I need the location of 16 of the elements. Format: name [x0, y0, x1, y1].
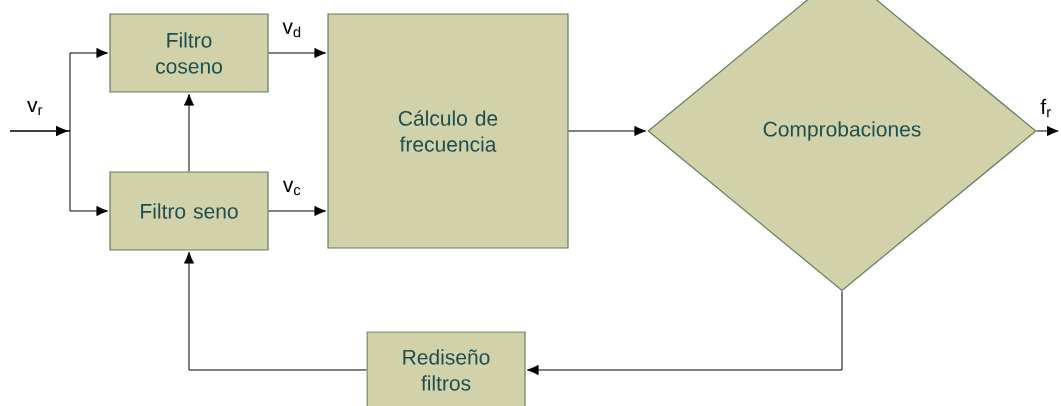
process-box: Cálculo de frecuencia	[327, 13, 569, 249]
arrow	[268, 47, 327, 59]
edge-label: v$_{d}$	[282, 22, 301, 38]
edge-label: v$_{r}$	[27, 100, 43, 116]
arrow	[1036, 125, 1059, 137]
process-box: Filtro coseno	[109, 13, 269, 93]
arrow	[268, 205, 327, 217]
arrow	[183, 93, 195, 172]
process-box: Rediseño filtros	[366, 331, 526, 406]
arrow	[9, 125, 109, 217]
arrow	[568, 125, 647, 137]
arrow	[526, 290, 843, 376]
process-box: Filtro seno	[109, 171, 269, 251]
edge-label: f$_{r}$	[1040, 98, 1051, 118]
edge-label: v$_{c}$	[282, 180, 301, 196]
arrow	[183, 251, 367, 371]
